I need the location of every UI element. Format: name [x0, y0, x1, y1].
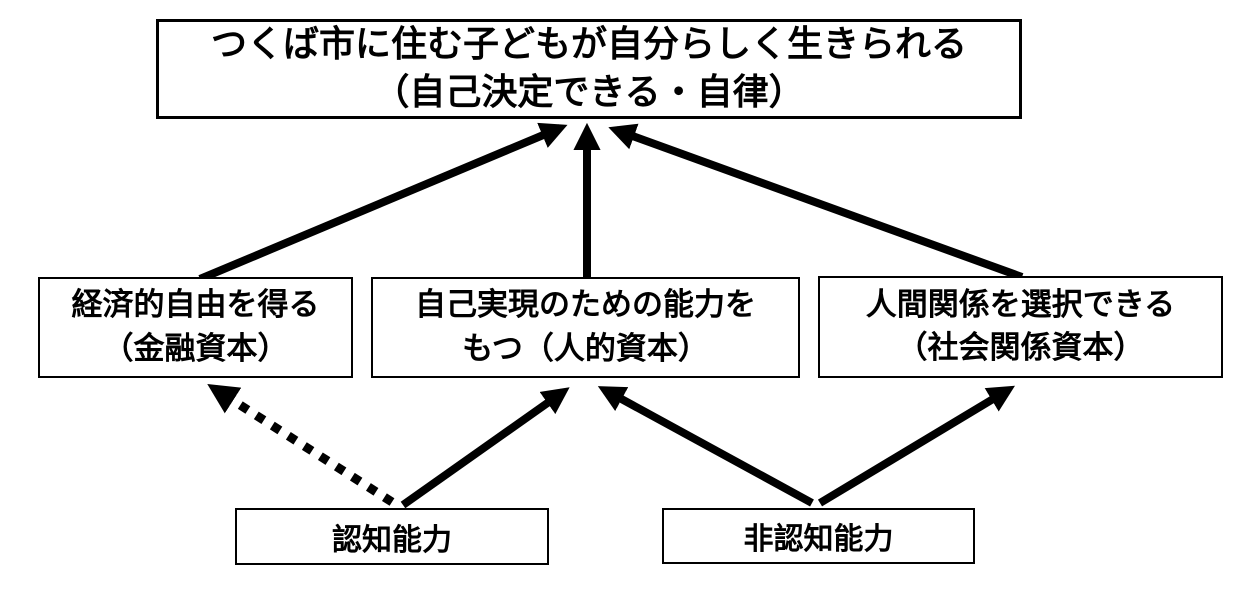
node-goal-line1: つくば市に住む子どもが自分らしく生きられる — [210, 24, 967, 66]
node-relationships: 人間関係を選択できる （社会関係資本） — [818, 276, 1223, 378]
node-self-realization-line2: もつ（人的資本） — [462, 330, 709, 367]
edge-cognitive-to-economic — [207, 384, 395, 506]
edge-noncognitive-to-self-realization — [597, 386, 814, 507]
node-economic-line2: （金融資本） — [102, 330, 289, 367]
edge-relationships-to-goal — [608, 123, 1024, 281]
node-relationships-line2: （社会関係資本） — [896, 330, 1145, 366]
node-noncognitive: 非認知能力 — [662, 508, 975, 564]
node-self-realization-line1: 自己実現のための能力を — [415, 287, 756, 324]
node-economic-line1: 経済的自由を得る — [71, 287, 320, 324]
node-goal: つくば市に住む子どもが自分らしく生きられる （自己決定できる・自律） — [156, 19, 1022, 119]
edge-cognitive-to-self-realization — [400, 387, 570, 509]
node-noncognitive-label: 非認知能力 — [743, 522, 894, 557]
node-cognitive: 認知能力 — [235, 508, 549, 565]
edge-economic-to-goal — [198, 122, 568, 283]
node-relationships-line1: 人間関係を選択できる — [865, 286, 1176, 323]
node-goal-line2: （自己決定できる・自律） — [373, 72, 805, 113]
node-cognitive-label: 認知能力 — [332, 522, 452, 558]
node-self-realization: 自己実現のための能力を もつ（人的資本） — [371, 277, 800, 378]
edge-noncognitive-to-relationships — [817, 385, 1015, 507]
node-economic: 経済的自由を得る （金融資本） — [38, 277, 353, 378]
